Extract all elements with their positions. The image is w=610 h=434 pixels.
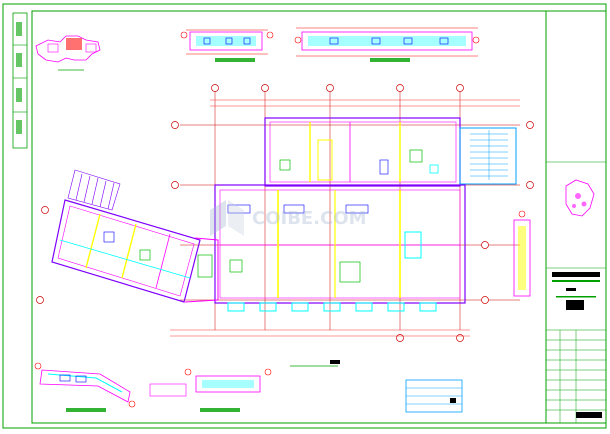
detail-plan-d	[149, 368, 272, 412]
main-plan-upper-block	[264, 117, 461, 187]
main-plan-facade-windows	[227, 302, 437, 312]
logo-mark-icon	[210, 200, 244, 236]
title-block-project-bar	[552, 272, 600, 277]
detail-elevation-right	[513, 210, 531, 297]
main-plan-stair-core	[459, 127, 517, 185]
legend-box	[405, 379, 463, 413]
left-binding-strip	[12, 12, 28, 149]
watermark: COIBE.COM	[210, 200, 367, 236]
main-plan-angled-wing	[51, 199, 201, 303]
site-key-plan	[35, 35, 101, 71]
main-plan-lower-block	[214, 184, 466, 304]
detail-plan-a	[180, 29, 274, 62]
detail-plan-c	[34, 362, 136, 412]
dimension-lines	[170, 99, 520, 337]
title-block-site-map	[565, 179, 595, 217]
title-block	[545, 10, 607, 424]
title-block-drawing-no	[566, 300, 584, 310]
watermark-text: COIBE.COM	[252, 208, 367, 229]
angled-wing-stair	[67, 169, 121, 211]
main-plan-connector	[184, 237, 219, 303]
main-plan-caption	[290, 360, 340, 367]
title-block-table	[546, 330, 606, 423]
axis-bubbles	[36, 84, 534, 342]
detail-plan-b	[294, 27, 480, 62]
